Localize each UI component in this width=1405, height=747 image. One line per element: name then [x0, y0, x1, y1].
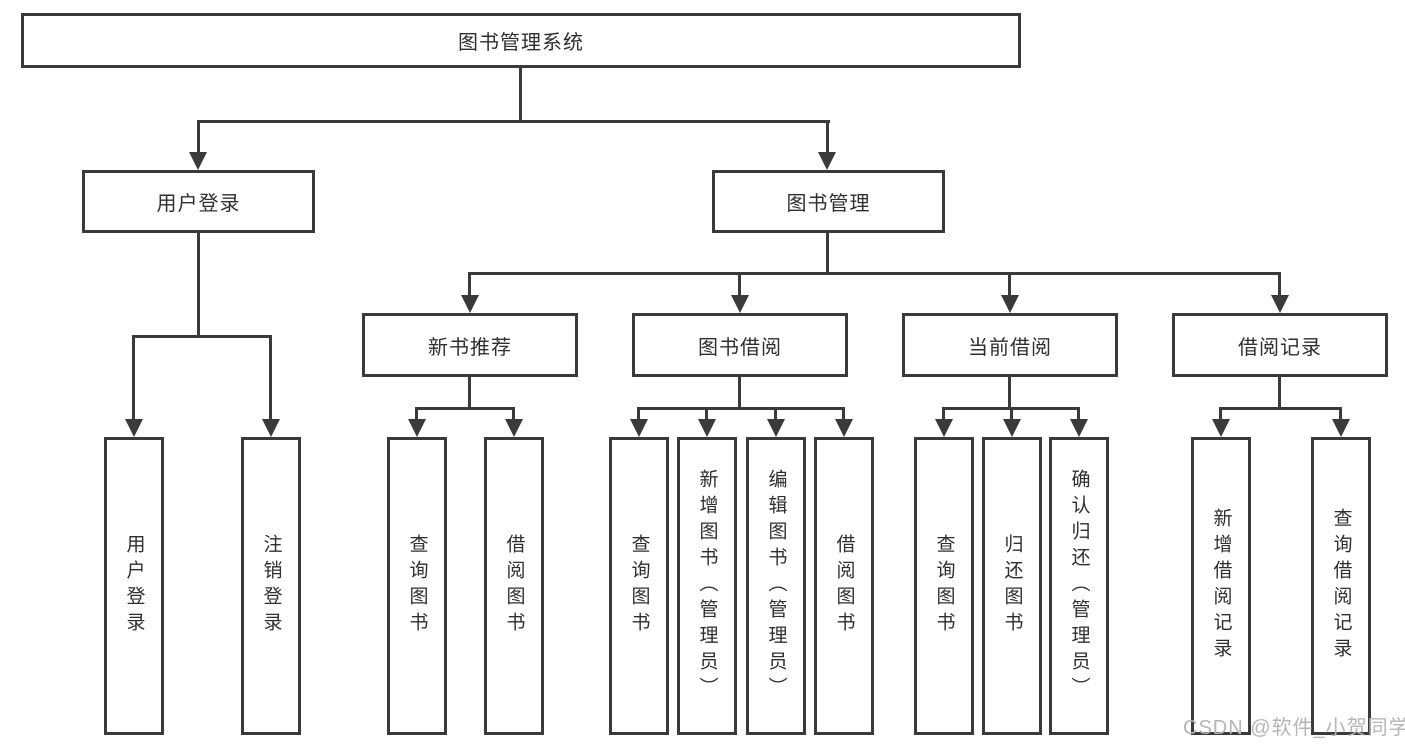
leaf-query-books-current: 查询图书 — [914, 437, 974, 735]
connector-line — [519, 67, 522, 121]
connector-line — [415, 407, 515, 410]
connector-line — [468, 272, 471, 298]
connector-line — [197, 232, 200, 335]
arrowhead-down-icon — [818, 152, 836, 170]
leaf-add-books-admin: 新增图书（管理员） — [677, 437, 737, 735]
connector-line — [132, 335, 272, 338]
leaf-confirm-return-admin: 确认归还（管理员） — [1049, 437, 1109, 735]
node-label: 当前借阅 — [968, 336, 1052, 359]
connector-line — [1278, 377, 1281, 407]
leaf-logout: 注销登录 — [241, 437, 301, 735]
node-label: 查询图书 — [406, 534, 428, 638]
node-label: 借阅图书 — [833, 534, 855, 638]
leaf-edit-books-admin: 编辑图书（管理员） — [746, 437, 806, 735]
arrowhead-down-icon — [1001, 295, 1019, 313]
leaf-query-books-recommend: 查询图书 — [387, 437, 447, 735]
node-label: 确认归还（管理员） — [1068, 469, 1090, 703]
connector-line — [705, 407, 708, 421]
node-borrowing-records: 借阅记录 — [1172, 313, 1388, 377]
arrowhead-down-icon — [461, 295, 479, 313]
node-label: 用户登录 — [156, 193, 241, 215]
connector-line — [826, 232, 829, 272]
connector-line — [197, 120, 200, 154]
connector-line — [1008, 377, 1011, 407]
connector-line — [738, 377, 741, 407]
arrowhead-down-icon — [505, 419, 523, 437]
node-new-book-recommendation: 新书推荐 — [362, 313, 578, 377]
arrowhead-down-icon — [408, 419, 426, 437]
node-label: 图书管理 — [786, 193, 871, 215]
connector-line — [826, 120, 829, 154]
node-label: 编辑图书（管理员） — [765, 469, 787, 703]
arrowhead-down-icon — [125, 419, 143, 437]
arrowhead-down-icon — [262, 419, 280, 437]
node-current-borrowing: 当前借阅 — [902, 313, 1118, 377]
connector-line — [269, 335, 272, 421]
node-label: 借阅记录 — [1238, 336, 1322, 359]
leaf-query-books-borrowing: 查询图书 — [609, 437, 669, 735]
node-label: 查询图书 — [933, 534, 955, 638]
node-label: 查询图书 — [628, 534, 650, 638]
node-label: 新书推荐 — [428, 336, 512, 359]
leaf-user-login: 用户登录 — [104, 437, 164, 735]
arrowhead-down-icon — [1003, 419, 1021, 437]
connector-line — [1339, 407, 1342, 421]
arrowhead-down-icon — [698, 419, 716, 437]
arrowhead-down-icon — [1271, 295, 1289, 313]
connector-line — [1278, 272, 1281, 298]
connector-line — [1077, 407, 1080, 421]
arrowhead-down-icon — [935, 419, 953, 437]
leaf-add-borrow-record: 新增借阅记录 — [1191, 437, 1251, 735]
node-book-borrowing: 图书借阅 — [632, 313, 848, 377]
node-label: 查询借阅记录 — [1330, 508, 1352, 664]
leaf-return-books: 归还图书 — [982, 437, 1042, 735]
connector-line — [415, 407, 418, 421]
node-label: 新增图书（管理员） — [696, 469, 718, 703]
connector-line — [942, 407, 945, 421]
arrowhead-down-icon — [1332, 419, 1350, 437]
node-label: 图书借阅 — [698, 336, 782, 359]
node-book-management: 图书管理 — [712, 170, 945, 233]
connector-line — [738, 272, 741, 298]
arrowhead-down-icon — [1212, 419, 1230, 437]
leaf-query-borrow-record: 查询借阅记录 — [1311, 437, 1371, 735]
connector-line — [468, 377, 471, 407]
connector-line — [774, 407, 777, 421]
node-library-management-system: 图书管理系统 — [21, 13, 1021, 68]
arrowhead-down-icon — [189, 152, 207, 170]
connector-line — [1219, 407, 1222, 421]
connector-line — [132, 335, 135, 421]
connector-line — [1008, 272, 1011, 298]
arrowhead-down-icon — [1070, 419, 1088, 437]
connector-line — [842, 407, 845, 421]
connector-line — [512, 407, 515, 421]
node-label: 注销登录 — [260, 534, 282, 638]
connector-line — [1010, 407, 1013, 421]
arrowhead-down-icon — [835, 419, 853, 437]
connector-line — [637, 407, 640, 421]
leaf-borrow-books: 借阅图书 — [814, 437, 874, 735]
connector-line — [468, 272, 1281, 275]
node-label: 新增借阅记录 — [1210, 508, 1232, 664]
connector-line — [197, 120, 830, 123]
connector-line — [637, 407, 845, 410]
node-label: 用户登录 — [123, 534, 145, 638]
csdn-watermark: CSDN @软件_小贺同学 — [1183, 717, 1405, 739]
arrowhead-down-icon — [767, 419, 785, 437]
connector-line — [1219, 407, 1342, 410]
node-label: 归还图书 — [1001, 534, 1023, 638]
node-user-login: 用户登录 — [82, 170, 315, 233]
arrowhead-down-icon — [630, 419, 648, 437]
node-label: 图书管理系统 — [458, 32, 584, 54]
node-label: 借阅图书 — [503, 534, 525, 638]
arrowhead-down-icon — [731, 295, 749, 313]
leaf-borrow-books-recommend: 借阅图书 — [484, 437, 544, 735]
